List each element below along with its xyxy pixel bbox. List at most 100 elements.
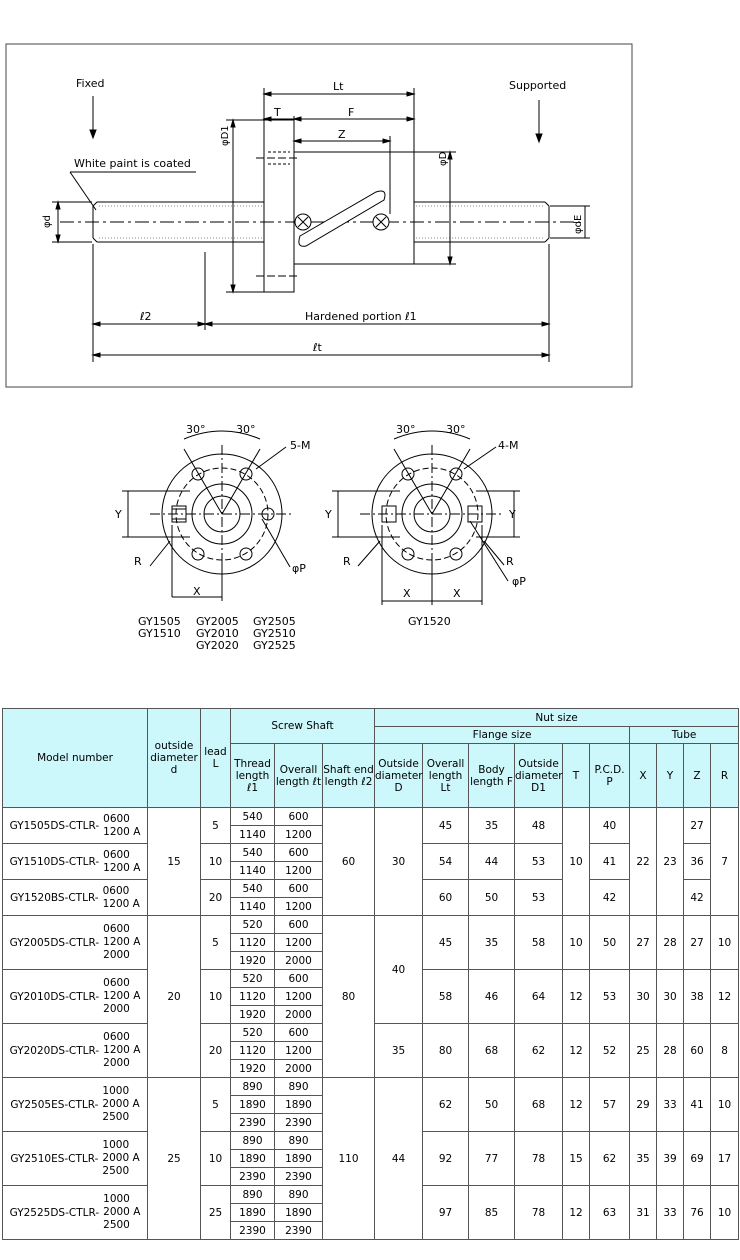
- left-model-5: GY2020: [196, 639, 239, 652]
- pcd-cell: 63: [589, 1185, 631, 1240]
- D1-cell: 62: [514, 1023, 564, 1078]
- overall-cell: 1200: [274, 933, 323, 952]
- Lt-cell: 45: [422, 915, 470, 970]
- header-thread-length: Thread length ℓ1: [230, 743, 275, 808]
- X-cell: 31: [629, 1185, 658, 1240]
- thread-cell: 1920: [230, 1059, 275, 1078]
- Lt-cell: 45: [422, 807, 470, 844]
- thread-cell: 890: [230, 1077, 275, 1096]
- pcd-cell: 50: [589, 915, 631, 970]
- header-body-length-F: Body length F: [468, 743, 516, 808]
- header-R: R: [710, 743, 740, 808]
- overall-cell: 600: [274, 915, 323, 934]
- thread-cell: 1140: [230, 897, 275, 916]
- pcd-cell: 62: [589, 1131, 631, 1186]
- overall-cell: 1200: [274, 897, 323, 916]
- overall-cell: 2000: [274, 1059, 323, 1078]
- R-cell: 10: [710, 1185, 740, 1240]
- overall-cell: 2390: [274, 1167, 323, 1186]
- Z-cell: 76: [683, 1185, 712, 1240]
- d-cell: 15: [147, 807, 201, 916]
- T-cell: 10: [562, 807, 591, 916]
- thread-cell: 1120: [230, 933, 275, 952]
- thread-cell: 1890: [230, 1095, 275, 1114]
- pcd-cell: 40: [589, 807, 631, 844]
- thread-cell: 520: [230, 969, 275, 988]
- header-shaft-end-length: Shaft end length ℓ2: [321, 743, 376, 808]
- D-cell: 35: [374, 1023, 424, 1078]
- R-cell: 7: [710, 807, 740, 916]
- left-model-8: GY2525: [253, 639, 296, 652]
- T-cell: 15: [562, 1131, 591, 1186]
- dim-T: T: [273, 106, 281, 119]
- R-cell: 8: [710, 1023, 740, 1078]
- thread-cell: 2390: [230, 1113, 275, 1132]
- table-row: 1920 2000: [3, 1005, 739, 1024]
- X-cell: 25: [629, 1023, 658, 1078]
- flange-front-views: 30° 30° 5-M Y R φP X GY1505 GY1510 GY200…: [114, 423, 526, 652]
- lead-cell: 25: [200, 1185, 231, 1240]
- supported-label: Supported: [509, 79, 566, 92]
- left-angle-right: 30°: [236, 423, 256, 436]
- lead-cell: 10: [200, 969, 231, 1024]
- Lt-cell: 60: [422, 879, 470, 916]
- thread-cell: 1120: [230, 987, 275, 1006]
- overall-cell: 890: [274, 1131, 323, 1150]
- overall-cell: 600: [274, 879, 323, 898]
- T-cell: 12: [562, 1077, 591, 1132]
- right-r-label-left: R: [343, 555, 351, 568]
- D1-cell: 53: [514, 879, 564, 916]
- right-angle-left: 30°: [396, 423, 416, 436]
- F-cell: 35: [468, 915, 516, 970]
- overall-cell: 890: [274, 1185, 323, 1204]
- F-cell: 68: [468, 1023, 516, 1078]
- lead-cell: 20: [200, 1023, 231, 1078]
- Z-cell: 38: [683, 969, 712, 1024]
- lead-cell: 20: [200, 879, 231, 916]
- right-x-label-left: X: [403, 587, 411, 600]
- dim-D: φD: [438, 151, 449, 166]
- Y-cell: 28: [656, 1023, 685, 1078]
- table-row: 1890 1890: [3, 1203, 739, 1222]
- table-row: 2390 2390: [3, 1221, 739, 1240]
- table-row: 1890 1890: [3, 1149, 739, 1168]
- left-model-4: GY2010: [196, 627, 239, 640]
- overall-cell: 1200: [274, 1041, 323, 1060]
- X-cell: 27: [629, 915, 658, 970]
- header-pcd: P.C.D. P: [589, 743, 631, 808]
- table-row: 1890 1890: [3, 1095, 739, 1114]
- F-cell: 77: [468, 1131, 516, 1186]
- R-cell: 10: [710, 1077, 740, 1132]
- F-cell: 50: [468, 1077, 516, 1132]
- Z-cell: 27: [683, 915, 712, 970]
- Y-cell: 23: [656, 807, 685, 916]
- left-model-6: GY2505: [253, 615, 296, 628]
- header-overall-length-Lt: Overall length Lt: [422, 743, 470, 808]
- overall-cell: 600: [274, 807, 323, 826]
- overall-cell: 1200: [274, 861, 323, 880]
- lead-cell: 5: [200, 807, 231, 844]
- shaft-end-cell: 80: [321, 915, 376, 1078]
- lead-cell: 5: [200, 915, 231, 970]
- thread-cell: 1890: [230, 1149, 275, 1168]
- X-cell: 30: [629, 969, 658, 1024]
- lead-cell: 10: [200, 1131, 231, 1186]
- left-model-3: GY2005: [196, 615, 239, 628]
- right-phi-p-label: φP: [512, 575, 526, 588]
- overall-cell: 1890: [274, 1203, 323, 1222]
- overall-cell: 1200: [274, 987, 323, 1006]
- Y-cell: 33: [656, 1077, 685, 1132]
- ball-screw-side-drawing: Fixed Supported White paint is coated Lt…: [5, 43, 633, 388]
- F-cell: 35: [468, 807, 516, 844]
- thread-cell: 540: [230, 843, 275, 862]
- Y-cell: 28: [656, 915, 685, 970]
- dim-d: φd: [42, 215, 53, 228]
